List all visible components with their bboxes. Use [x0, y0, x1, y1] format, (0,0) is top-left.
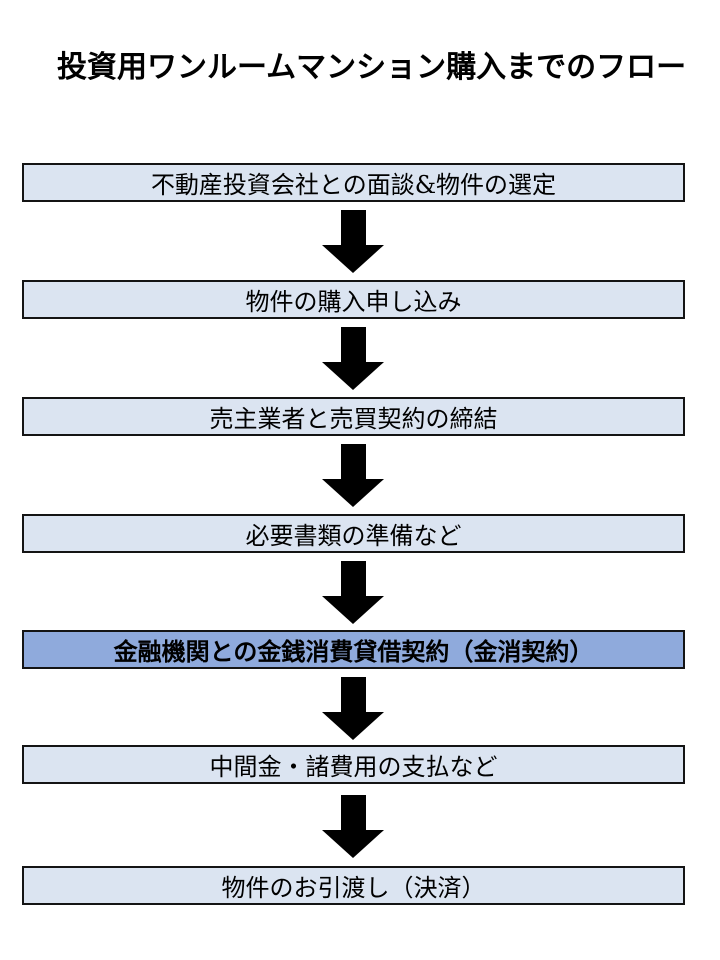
down-arrow-shaft: [340, 444, 366, 479]
down-arrow-icon: [322, 795, 384, 858]
down-arrow-shaft: [340, 677, 366, 712]
page-title: 投資用ワンルームマンション購入までのフロー: [57, 50, 687, 85]
down-arrow-head: [322, 479, 384, 507]
flow-step-4: 必要書類の準備など: [22, 514, 685, 553]
flow-step-6-label: 中間金・諸費用の支払など: [209, 753, 498, 781]
down-arrow-head: [322, 362, 384, 390]
flow-step-5-highlighted: 金融機関との金銭消費貸借契約（金消契約）: [22, 630, 685, 669]
down-arrow-shaft: [340, 561, 366, 596]
flow-step-6: 中間金・諸費用の支払など: [22, 745, 685, 784]
down-arrow-shaft: [340, 795, 366, 830]
down-arrow-head: [322, 596, 384, 624]
down-arrow-head: [322, 830, 384, 858]
flow-step-2: 物件の購入申し込み: [22, 280, 685, 319]
flow-step-1-label: 不動産投資会社との面談&物件の選定: [150, 171, 557, 199]
flow-step-3-label: 売主業者と売買契約の締結: [209, 405, 498, 433]
flow-step-4-label: 必要書類の準備など: [245, 522, 462, 550]
down-arrow-head: [322, 245, 384, 273]
flow-step-7-label: 物件のお引渡し（決済）: [221, 874, 486, 902]
down-arrow-icon: [322, 327, 384, 390]
down-arrow-icon: [322, 561, 384, 624]
flow-step-5-label: 金融機関との金銭消費貸借契約（金消契約）: [113, 638, 594, 666]
flow-step-1: 不動産投資会社との面談&物件の選定: [22, 163, 685, 202]
down-arrow-icon: [322, 444, 384, 507]
down-arrow-shaft: [340, 210, 366, 245]
down-arrow-icon: [322, 210, 384, 273]
flow-step-2-label: 物件の購入申し込み: [245, 288, 462, 316]
down-arrow-head: [322, 712, 384, 740]
down-arrow-icon: [322, 677, 384, 740]
flow-step-7: 物件のお引渡し（決済）: [22, 866, 685, 905]
down-arrow-shaft: [340, 327, 366, 362]
flow-step-3: 売主業者と売買契約の締結: [22, 397, 685, 436]
